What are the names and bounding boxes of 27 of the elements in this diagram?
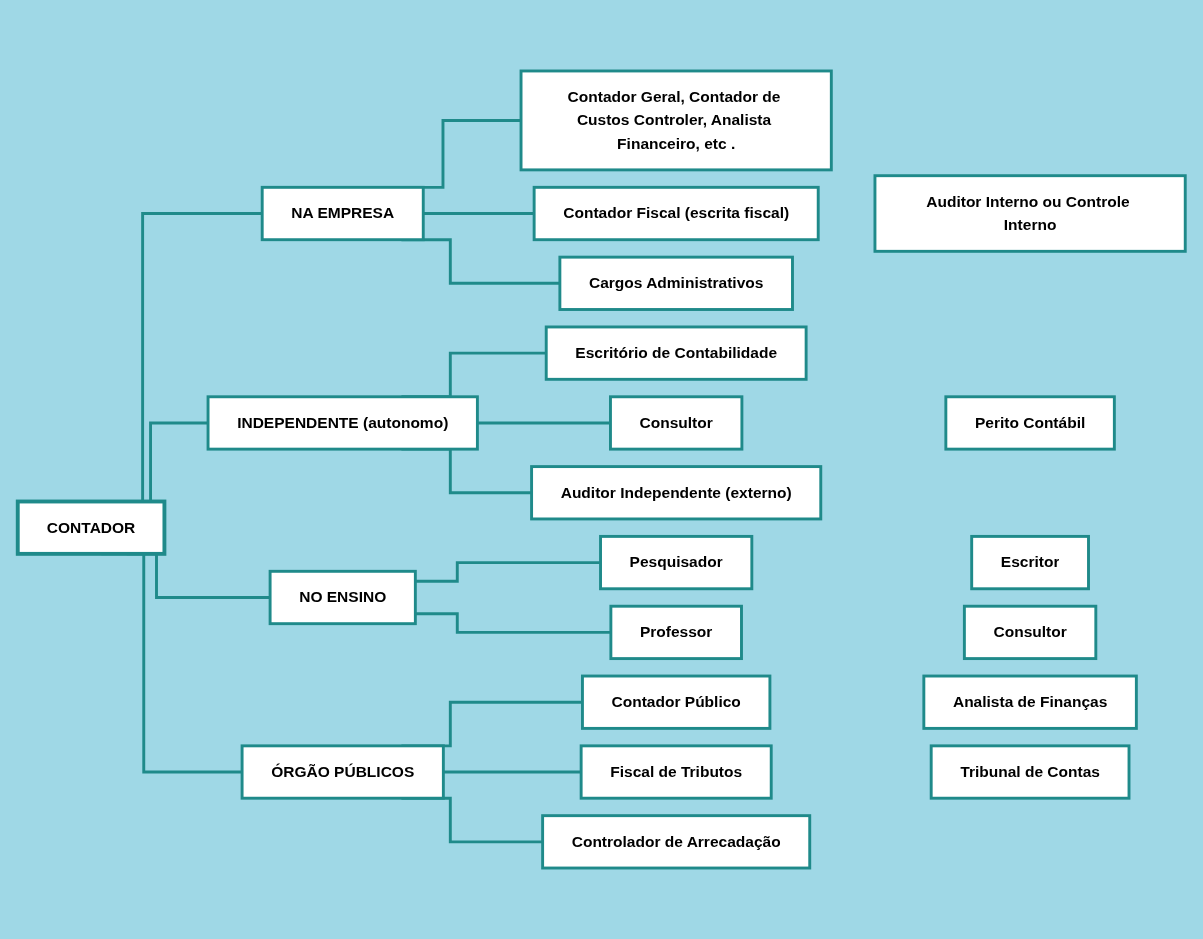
- node-box: Consultor: [962, 604, 1098, 661]
- node-box: Tribunal de Contas: [929, 744, 1131, 800]
- connector: [423, 212, 535, 215]
- node-box: Contador Público: [581, 674, 772, 730]
- node-box: NO ENSINO: [268, 569, 417, 626]
- node-box: Auditor Independente (externo): [530, 465, 823, 521]
- node-box: Contador Geral, Contador de Custos Controler, Analista Financeiro, etc .: [519, 69, 833, 172]
- node-box: ÓRGÃO PÚBLICOS: [240, 744, 445, 800]
- node-box: Fiscal de Tributos: [579, 744, 773, 800]
- node-box: Perito Contábil: [944, 395, 1116, 451]
- node-box: Escritor: [970, 534, 1090, 591]
- node-box: Professor: [609, 604, 743, 661]
- node-box: Auditor Interno ou Controle Interno: [873, 174, 1187, 253]
- node-box: Analista de Finanças: [922, 674, 1138, 730]
- node-box: Pesquisador: [599, 534, 754, 591]
- node-box: Consultor: [609, 395, 744, 451]
- node-box: Contador Fiscal (escrita fiscal): [532, 185, 820, 242]
- node-box: NA EMPRESA: [260, 185, 425, 242]
- connector: [443, 770, 582, 774]
- node-box: Escritório de Contabilidade: [544, 325, 808, 381]
- connector: [477, 421, 611, 425]
- connector: [415, 561, 601, 583]
- node-box: INDEPENDENTE (autonomo): [206, 395, 479, 451]
- node-box: Cargos Administrativos: [558, 255, 794, 311]
- connector: [415, 612, 611, 634]
- node-box: CONTADOR: [15, 499, 167, 556]
- node-box: Controlador de Arrecadação: [541, 814, 812, 870]
